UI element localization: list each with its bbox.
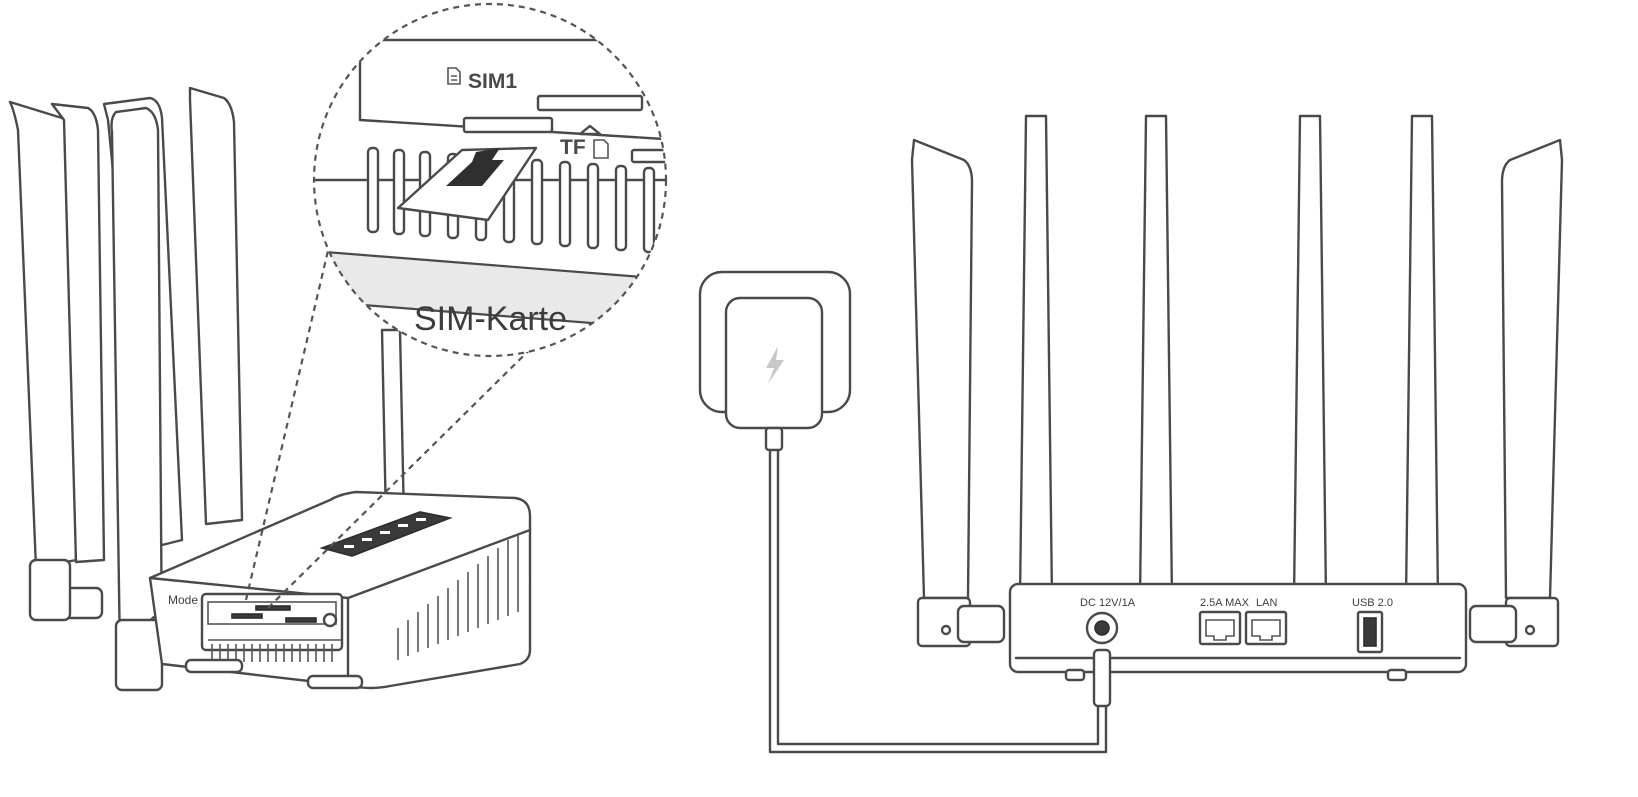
power-adapter (698, 270, 1108, 754)
usb-port (1356, 610, 1384, 654)
wan-port-label: 2.5A MAX (1200, 597, 1250, 609)
usb-port-label: USB 2.0 (1352, 597, 1393, 609)
sim1-slot-label: SIM1 (468, 70, 517, 93)
memory-card-icon (593, 139, 609, 159)
lan-port-label: LAN (1256, 597, 1277, 609)
sim-zoom-inset: SIM1 TF SIM-Karte (312, 2, 668, 358)
mode-button-label: Mode (168, 593, 198, 607)
back-router-antennas (910, 114, 1564, 656)
sim-card-icon (447, 67, 461, 85)
power-port-label: DC 12V/1A (1080, 597, 1136, 609)
power-port (1085, 611, 1119, 708)
back-router: DC 12V/1A 2.5A MAX LAN USB 2.0 (910, 114, 1564, 708)
wan-port (1198, 610, 1242, 646)
sim-card-caption: SIM-Karte (414, 300, 567, 338)
lightning-icon (766, 346, 784, 384)
insert-arrow-icon (446, 148, 504, 186)
front-router: Mode (8, 86, 532, 692)
callout-line-left (244, 207, 340, 601)
lan-port (1244, 610, 1288, 646)
tf-slot-label: TF (560, 136, 586, 159)
